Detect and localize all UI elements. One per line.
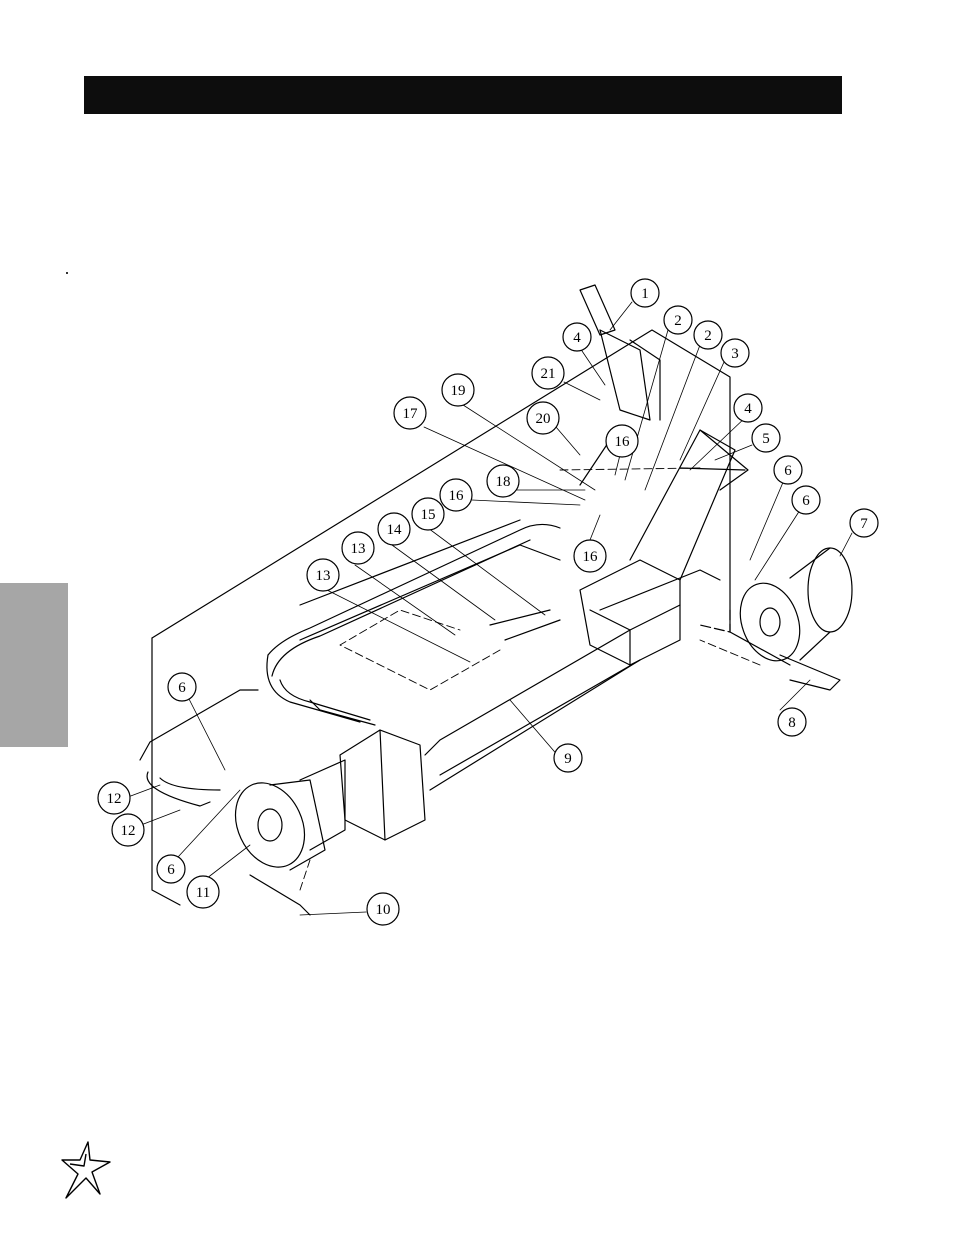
callout-leaders	[127, 301, 853, 916]
callout-6c: 6	[167, 672, 197, 702]
callout-17: 17	[393, 396, 427, 430]
control-handle	[579, 284, 661, 421]
callout-16a: 16	[605, 424, 639, 458]
svg-text:16: 16	[449, 488, 465, 504]
callout-1: 1	[630, 278, 660, 308]
callout-7: 7	[849, 508, 879, 538]
svg-text:12: 12	[107, 791, 122, 807]
svg-text:11: 11	[196, 885, 210, 901]
callout-12a: 12	[97, 781, 131, 815]
callout-3: 3	[720, 338, 750, 368]
callout-13a: 13	[341, 531, 375, 565]
callout-13b: 13	[306, 558, 340, 592]
callout-20: 20	[526, 401, 560, 435]
callout-2b: 2	[693, 320, 723, 350]
svg-text:2: 2	[704, 328, 712, 344]
svg-text:4: 4	[744, 401, 752, 417]
svg-text:15: 15	[421, 507, 436, 523]
svg-text:6: 6	[167, 862, 175, 878]
header-bar	[84, 76, 842, 114]
svg-text:1: 1	[641, 286, 649, 302]
page-tick-mark	[66, 272, 68, 274]
star-logo-icon	[61, 1141, 111, 1199]
right-wheel-hub	[739, 547, 853, 691]
svg-text:6: 6	[784, 463, 792, 479]
callout-4b: 4	[733, 393, 763, 423]
svg-text:13: 13	[316, 568, 331, 584]
svg-text:9: 9	[564, 751, 572, 767]
callout-8: 8	[777, 707, 807, 737]
svg-text:8: 8	[788, 715, 796, 731]
svg-text:20: 20	[536, 411, 551, 427]
svg-text:18: 18	[496, 474, 511, 490]
svg-text:6: 6	[178, 680, 186, 696]
svg-text:14: 14	[387, 522, 403, 538]
svg-text:5: 5	[762, 431, 770, 447]
svg-text:12: 12	[121, 823, 136, 839]
svg-text:13: 13	[351, 541, 366, 557]
callout-16c: 16	[573, 539, 607, 573]
callout-19: 19	[441, 373, 475, 407]
section-side-tab	[0, 583, 68, 747]
main-frame	[266, 519, 561, 726]
callout-6d: 6	[156, 854, 186, 884]
left-wheel-hub	[234, 779, 326, 916]
svg-text:4: 4	[573, 330, 581, 346]
center-crossmember	[579, 429, 749, 666]
svg-text:17: 17	[403, 406, 419, 422]
callout-5: 5	[751, 423, 781, 453]
callout-6a: 6	[773, 455, 803, 485]
svg-text:21: 21	[541, 366, 556, 382]
callout-15: 15	[411, 497, 445, 531]
callout-10: 10	[366, 892, 400, 926]
assembly-centerlines	[299, 467, 761, 891]
left-motor-housing	[299, 629, 641, 851]
callout-14: 14	[377, 512, 411, 546]
svg-text:19: 19	[451, 383, 466, 399]
callout-11: 11	[186, 875, 220, 909]
callout-18: 18	[486, 464, 520, 498]
assembly-plane-outline	[151, 329, 791, 906]
svg-text:2: 2	[674, 313, 682, 329]
callout-4a: 4	[562, 322, 592, 352]
svg-text:16: 16	[583, 549, 599, 565]
svg-text:10: 10	[376, 902, 391, 918]
svg-text:7: 7	[860, 516, 868, 532]
callout-16b: 16	[439, 478, 473, 512]
callout-9: 9	[553, 743, 583, 773]
callout-21: 21	[531, 356, 565, 390]
callout-2a: 2	[663, 305, 693, 335]
svg-text:6: 6	[802, 493, 810, 509]
callout-12b: 12	[111, 813, 145, 847]
svg-text:16: 16	[615, 434, 631, 450]
callout-6b: 6	[791, 485, 821, 515]
hydraulic-hoses	[139, 439, 641, 807]
svg-text:3: 3	[731, 346, 739, 362]
